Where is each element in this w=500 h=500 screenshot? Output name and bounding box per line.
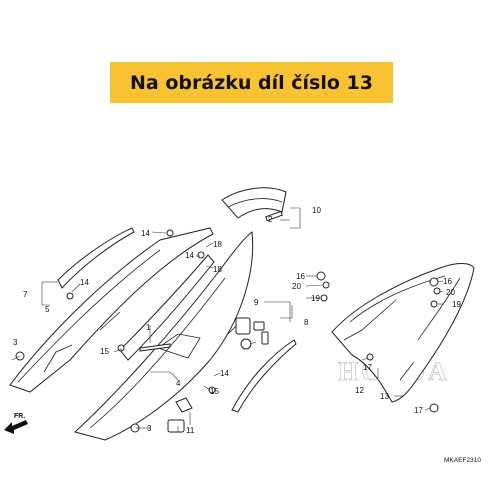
callout-15b: 15: [210, 387, 219, 396]
callout-18b: 18: [213, 265, 222, 274]
diagram-code: MKAEF2310: [444, 457, 481, 464]
leader-lines: [11, 207, 444, 432]
trim-strip-right: [231, 339, 297, 413]
callout-12: 12: [355, 386, 364, 395]
cable-1: [139, 343, 171, 352]
callout-5: 5: [45, 305, 50, 314]
callout-19b: 19: [452, 300, 461, 309]
title-banner: Na obrázku díl číslo 13: [110, 62, 393, 103]
callout-numbers: 1 2 3 3 4 5 7 8 9 10 11 12 13 14 14 14 1…: [13, 206, 461, 435]
callout-14b: 14: [80, 278, 89, 287]
callout-17b: 17: [414, 406, 423, 415]
callout-1: 1: [146, 323, 151, 332]
callout-16b: 16: [443, 277, 452, 286]
callout-17a: 17: [363, 363, 372, 372]
callout-3b: 3: [147, 424, 152, 433]
callout-19a: 19: [311, 294, 320, 303]
left-side-cover: [9, 227, 214, 393]
callout-15a: 15: [100, 347, 109, 356]
callout-14c: 14: [185, 251, 194, 260]
callout-11: 11: [186, 426, 195, 435]
callout-3a: 3: [13, 338, 18, 347]
inner-panel: [119, 254, 215, 361]
callout-18a: 18: [213, 240, 222, 249]
front-direction-arrow: FR.: [4, 413, 28, 434]
callout-14a: 14: [141, 229, 150, 238]
seat-cowl: [221, 187, 287, 219]
callout-20a: 20: [292, 282, 301, 291]
left-trim-strip: [57, 227, 135, 289]
callout-4: 4: [176, 379, 181, 388]
bolt-2: [265, 210, 283, 222]
svg-text:FR.: FR.: [14, 413, 25, 420]
callout-9: 9: [254, 298, 259, 307]
callout-20b: 20: [446, 288, 455, 297]
callout-7: 7: [23, 290, 28, 299]
callout-13: 13: [380, 392, 389, 401]
callout-16a: 16: [296, 272, 305, 281]
seat-lock: [227, 317, 269, 350]
callout-2: 2: [268, 215, 273, 224]
callout-14d: 14: [220, 369, 229, 378]
callout-8: 8: [304, 318, 309, 327]
rear-cover-13: [331, 263, 475, 403]
callout-10: 10: [312, 206, 321, 215]
banner-text: Na obrázku díl číslo 13: [130, 71, 373, 94]
